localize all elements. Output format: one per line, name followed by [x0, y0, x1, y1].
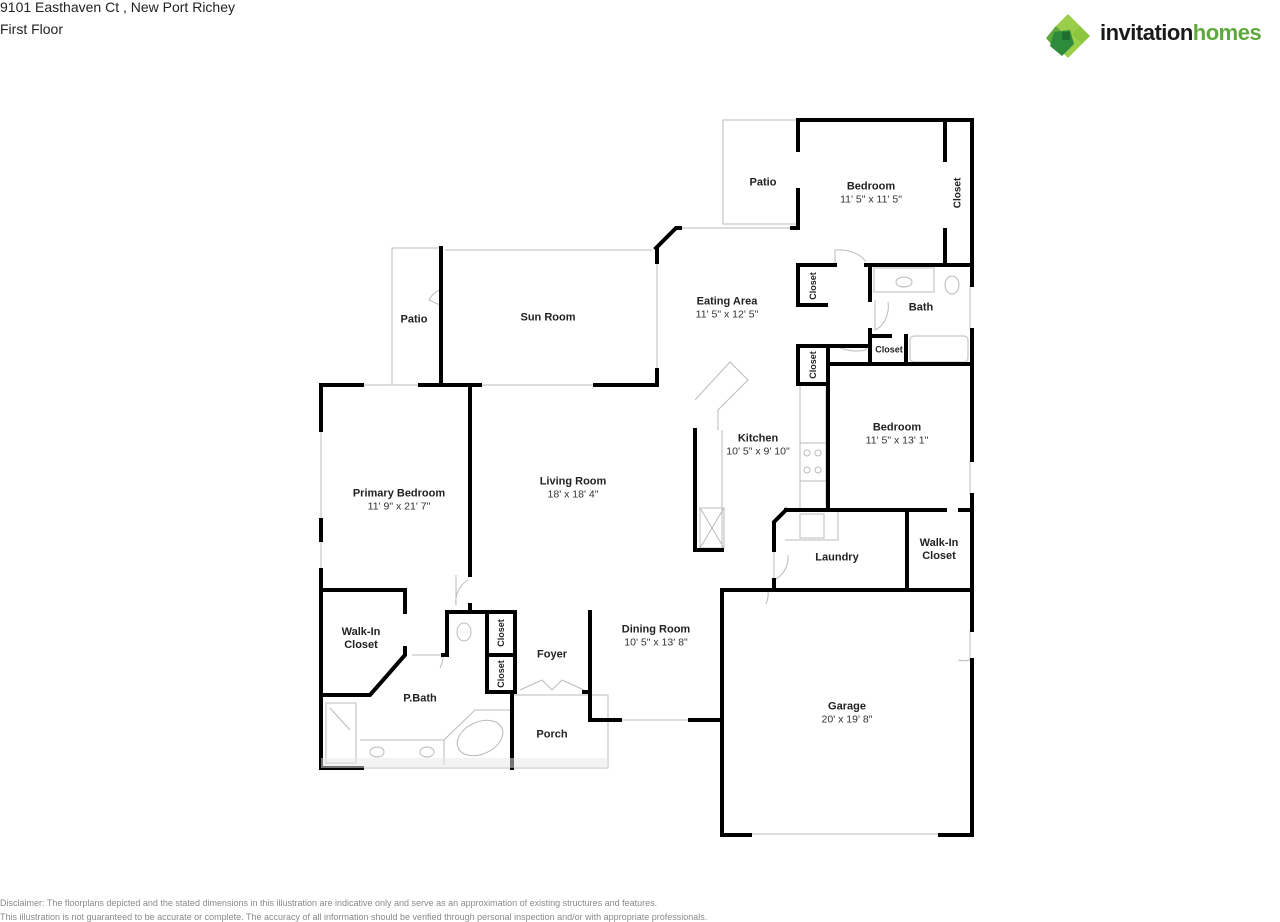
- room-porch: Porch: [536, 728, 568, 741]
- room-sun-room: Sun Room: [520, 311, 576, 324]
- room-closet-hall1: Closet: [808, 272, 818, 300]
- room-eating-area: Eating Area 11' 5" x 12' 5": [695, 295, 759, 321]
- property-address: 9101 Easthaven Ct , New Port Richey: [0, 0, 236, 15]
- room-patio-ne: Patio: [749, 176, 777, 189]
- room-walkin-closet-w: Walk-In Closet: [341, 626, 381, 651]
- room-foyer: Foyer: [537, 648, 567, 661]
- room-garage: Garage 20' x 19' 8": [821, 700, 873, 726]
- room-bedroom-e: Bedroom 11' 5" x 13' 1": [865, 421, 929, 447]
- room-closet-foyer2: Closet: [496, 660, 506, 688]
- logo-mark-icon: [1046, 14, 1090, 58]
- room-primary-bedroom: Primary Bedroom 11' 9" x 21' 7": [352, 487, 446, 513]
- room-p-bath: P.Bath: [403, 692, 437, 705]
- room-bedroom-ne: Bedroom 11' 5" x 11' 5": [840, 180, 902, 206]
- room-dining-room: Dining Room 10' 5" x 13' 8": [621, 623, 691, 649]
- room-closet-bath: Closet: [875, 344, 903, 355]
- room-closet-ne: Closet: [952, 177, 964, 209]
- patio-ne-outline: [722, 119, 798, 225]
- floor-label: First Floor: [0, 21, 63, 37]
- room-kitchen: Kitchen 10' 5" x 9' 10": [726, 432, 790, 458]
- room-living-room: Living Room 18' x 18' 4": [539, 475, 607, 501]
- room-walkin-closet-e: Walk-In Closet: [919, 537, 959, 562]
- brand-logo: invitationhomes: [1044, 12, 1280, 58]
- disclaimer-line-1: Disclaimer: The floorplans depicted and …: [0, 898, 658, 908]
- disclaimer-line-2: This illustration is not guaranteed to b…: [0, 912, 708, 922]
- room-patio-w: Patio: [400, 313, 428, 326]
- room-laundry: Laundry: [815, 551, 859, 564]
- brand-name: invitationhomes: [1100, 20, 1262, 45]
- room-closet-hall2: Closet: [808, 351, 818, 379]
- room-closet-foyer1: Closet: [496, 619, 506, 647]
- room-bath: Bath: [908, 301, 934, 314]
